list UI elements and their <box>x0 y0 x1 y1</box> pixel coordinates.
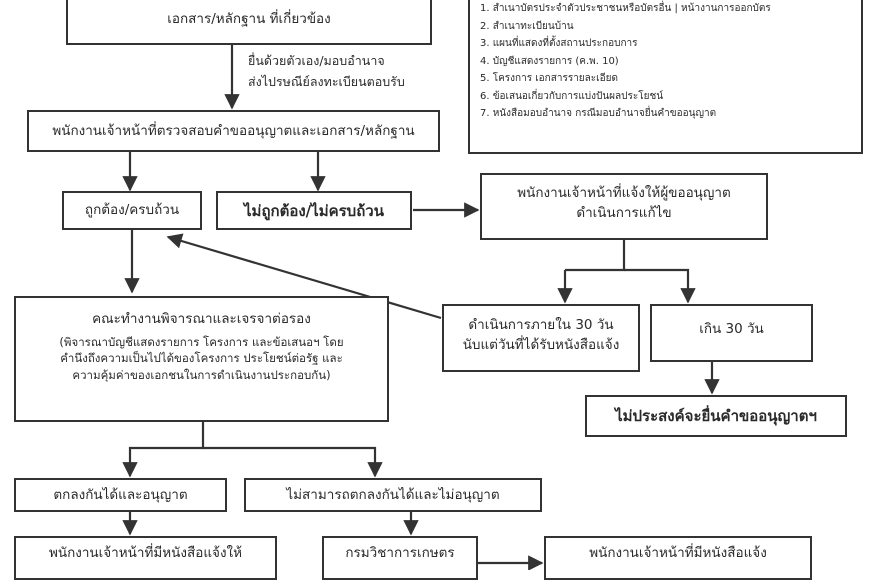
correct-complete-box: ถูกต้อง/ครบถ้วน <box>62 191 202 230</box>
top-box-line2: เอกสาร/หลักฐาน ที่เกี่ยวข้อง <box>167 11 331 27</box>
officer-letter-box: พนักงานเจ้าหน้าที่มีหนังสือแจ้งให้ <box>14 536 277 580</box>
document-item: 4. บัญชีแสดงรายการ (ค.พ. 10) <box>480 55 619 67</box>
incorrect-incomplete-box: ไม่ถูกต้อง/ไม่ครบถ้วน <box>216 191 412 230</box>
department-agriculture-box: กรมวิชาการเกษตร <box>322 536 478 580</box>
officer-letter2-box: พนักงานเจ้าหน้าที่มีหนังสือแจ้ง <box>544 536 812 580</box>
agree-permit-text: ตกลงกันได้และอนุญาต <box>53 487 188 503</box>
officer-letter-text: พนักงานเจ้าหน้าที่มีหนังสือแจ้งให้ <box>48 545 243 561</box>
within-30-days-box: ดำเนินการภายใน 30 วัน นับแต่วันที่ได้รับ… <box>442 304 640 372</box>
over-30-days-text: เกิน 30 วัน <box>699 321 764 337</box>
committee-line3: ความคุ้มค่าของเอกชนในการดำเนินงานประกอบก… <box>72 367 331 382</box>
document-item: 6. ข้อเสนอเกี่ยวกับการแบ่งปันผลประโยชน์ <box>480 90 664 102</box>
submission-method-note: ยื่นด้วยตัวเอง/มอบอำนาจ ส่งไปรษณีย์ลงทะเ… <box>248 50 405 93</box>
department-text: กรมวิชาการเกษตร <box>345 545 455 561</box>
document-item: 3. แผนที่แสดงที่ตั้งสถานประกอบการ <box>480 38 638 49</box>
within-line1: ดำเนินการภายใน 30 วัน <box>468 317 614 333</box>
notify-fix-line1: พนักงานเจ้าหน้าที่แจ้งให้ผู้ขออนุญาต <box>517 185 731 201</box>
disagree-deny-text: ไม่สามารถตกลงกันได้และไม่อนุญาต <box>286 487 500 503</box>
over-30-days-box: เกิน 30 วัน <box>650 304 813 362</box>
no-intent-box: ไม่ประสงค์จะยื่นคำขออนุญาตฯ <box>585 395 847 437</box>
no-intent-text: ไม่ประสงค์จะยื่นคำขออนุญาตฯ <box>615 407 817 425</box>
notify-applicant-fix-box: พนักงานเจ้าหน้าที่แจ้งให้ผู้ขออนุญาต ดำเ… <box>480 173 768 240</box>
required-documents-list: 1. สำเนาบัตรประจำตัวประชาชนหรือบัตรอื่น … <box>470 0 861 123</box>
notify-split-line <box>565 240 626 272</box>
committee-split-right <box>203 446 383 478</box>
committee-split-line <box>122 422 205 478</box>
correct-complete-text: ถูกต้อง/ครบถ้วน <box>84 202 180 218</box>
document-item: 1. สำเนาบัตรประจำตัวประชาชนหรือบัตรอื่น … <box>480 3 771 14</box>
arrow-within-to-correct <box>166 233 442 320</box>
disagree-deny-box: ไม่สามารถตกลงกันได้และไม่อนุญาต <box>244 478 542 512</box>
notify-fix-line2: ดำเนินการแก้ไข <box>576 204 672 221</box>
committee-line1: (พิจารณาบัญชีแสดงรายการ โครงการ และข้อเส… <box>59 334 344 349</box>
committee-negotiation-box: คณะทำงานพิจารณาและเจรจาต่อรอง (พิจารณาบั… <box>14 296 389 422</box>
officer-review-box: พนักงานเจ้าหน้าที่ตรวจสอบคำขออนุญาตและเอ… <box>27 110 440 152</box>
required-documents-box: 1. สำเนาบัตรประจำตัวประชาชนหรือบัตรอื่น … <box>468 0 863 154</box>
top-documents-box: เอกสาร/หลักฐาน ที่เกี่ยวข้อง <box>66 0 432 45</box>
submission-note-line2: ส่งไปรษณีย์ลงทะเบียนตอบรับ <box>248 74 405 90</box>
submission-note-line1: ยื่นด้วยตัวเอง/มอบอำนาจ <box>248 53 385 68</box>
officer-review-text: พนักงานเจ้าหน้าที่ตรวจสอบคำขออนุญาตและเอ… <box>52 123 415 139</box>
notify-split-right <box>624 268 696 304</box>
document-item: 5. โครงการ เอกสารรายละเอียด <box>480 73 618 84</box>
committee-line2: คำนึงถึงความเป็นไปได้ของโครงการ ประโยชน์… <box>60 351 343 366</box>
committee-title: คณะทำงานพิจารณาและเจรจาต่อรอง <box>92 311 311 327</box>
officer-letter2-text: พนักงานเจ้าหน้าที่มีหนังสือแจ้ง <box>589 545 767 561</box>
incorrect-incomplete-text: ไม่ถูกต้อง/ไม่ครบถ้วน <box>244 202 384 220</box>
within-line2: นับแต่วันที่ได้รับหนังสือแจ้ง <box>462 336 620 353</box>
document-item: 2. สำเนาทะเบียนบ้าน <box>480 20 574 32</box>
agree-permit-box: ตกลงกันได้และอนุญาต <box>14 478 227 512</box>
document-item: 7. หนังสือมอบอำนาจ กรณีมอบอำนาจยื่นคำขออ… <box>480 108 717 119</box>
